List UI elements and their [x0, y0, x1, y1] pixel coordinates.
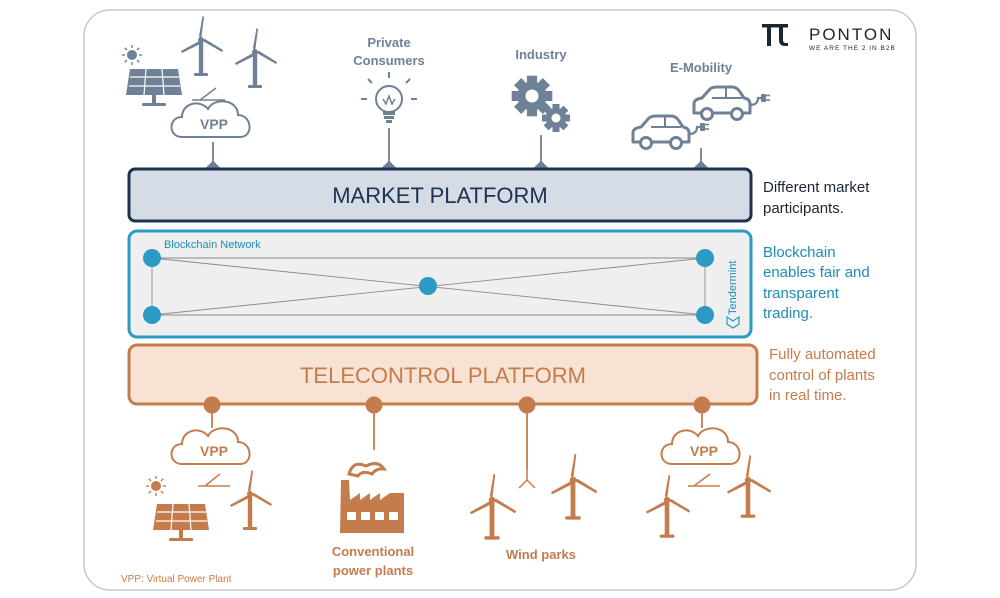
blockchain-node: [143, 306, 161, 324]
private-consumers: Private Consumers: [353, 35, 425, 123]
bottom-connectors: [203, 396, 711, 470]
industry-label: Industry: [515, 47, 567, 62]
blockchain-box: [127, 229, 753, 339]
conventional-label-line1: Conventional: [332, 544, 414, 559]
top-vpp-label: VPP: [200, 116, 228, 132]
brand-name: PONTON: [809, 25, 893, 44]
brand-logo: PONTON WE ARE THE 2 IN B2B: [762, 24, 896, 52]
telecontrol-note-line1: Fully automated: [769, 346, 876, 363]
pi-logo-icon: [762, 24, 788, 46]
wind-parks-label: Wind parks: [506, 547, 576, 562]
footnote: VPP: Virtual Power Plant: [121, 574, 232, 585]
sun-icon: [145, 475, 167, 497]
blockchain-label: Blockchain Network: [164, 239, 261, 251]
sun-icon: [121, 44, 143, 66]
telecontrol-note-line3: in real time.: [769, 387, 847, 404]
signal-icon: [198, 473, 230, 487]
tendermint-icon: [726, 315, 740, 329]
blockchain-node: [143, 249, 161, 267]
factory-icon: [340, 462, 404, 533]
top-vpp-group: [121, 16, 277, 138]
market-platform-title: MARKET PLATFORM: [332, 183, 548, 208]
market-platform-box: [127, 167, 753, 223]
blockchain-node: [419, 277, 437, 295]
wind-parks: Wind parks: [470, 453, 598, 562]
bottom-vpp-right-label: VPP: [690, 443, 718, 459]
bottom-vpp-left-group: [145, 427, 272, 541]
connector-node: [365, 396, 383, 414]
bottom-vpp-right-group: [646, 427, 772, 538]
market-note-line1: Different market: [763, 179, 870, 196]
telecontrol-platform-box: [127, 343, 759, 406]
tendermint-mark: Tendermint: [726, 261, 740, 329]
consumers-label-line2: Consumers: [353, 53, 425, 68]
blockchain-note-line3: transparent: [763, 285, 840, 302]
blockchain-note-line2: enables fair and: [763, 264, 870, 281]
industry: Industry: [511, 47, 570, 132]
bottom-vpp-left-label: VPP: [200, 443, 228, 459]
e-mobility: E-Mobility: [631, 60, 772, 150]
blockchain-note-line1: Blockchain: [763, 244, 836, 261]
connector-node: [203, 396, 221, 414]
blockchain-note-line4: trading.: [763, 305, 813, 322]
solar-panel-icon: [153, 503, 209, 541]
conventional-label-line2: power plants: [333, 563, 413, 578]
brand-tagline: WE ARE THE 2 IN B2B: [809, 45, 896, 52]
consumers-label-line1: Private: [367, 35, 410, 50]
blockchain-nodes: [143, 249, 714, 324]
connector-node: [693, 396, 711, 414]
connector-node: [518, 396, 536, 414]
emobility-label: E-Mobility: [670, 60, 733, 75]
signal-icon: [192, 87, 225, 101]
signal-icon: [688, 473, 720, 487]
signal-icon: [518, 470, 536, 489]
solar-panel-icon: [126, 68, 182, 106]
blockchain-node: [696, 249, 714, 267]
telecontrol-note-line2: control of plants: [769, 367, 875, 384]
blockchain-node: [696, 306, 714, 324]
market-note-line2: participants.: [763, 200, 844, 217]
tendermint-label: Tendermint: [727, 261, 739, 315]
lightbulb-icon: [361, 72, 417, 123]
conventional-power-plants: Conventional power plants: [332, 462, 414, 578]
telecontrol-platform-title: TELECONTROL PLATFORM: [300, 363, 586, 388]
